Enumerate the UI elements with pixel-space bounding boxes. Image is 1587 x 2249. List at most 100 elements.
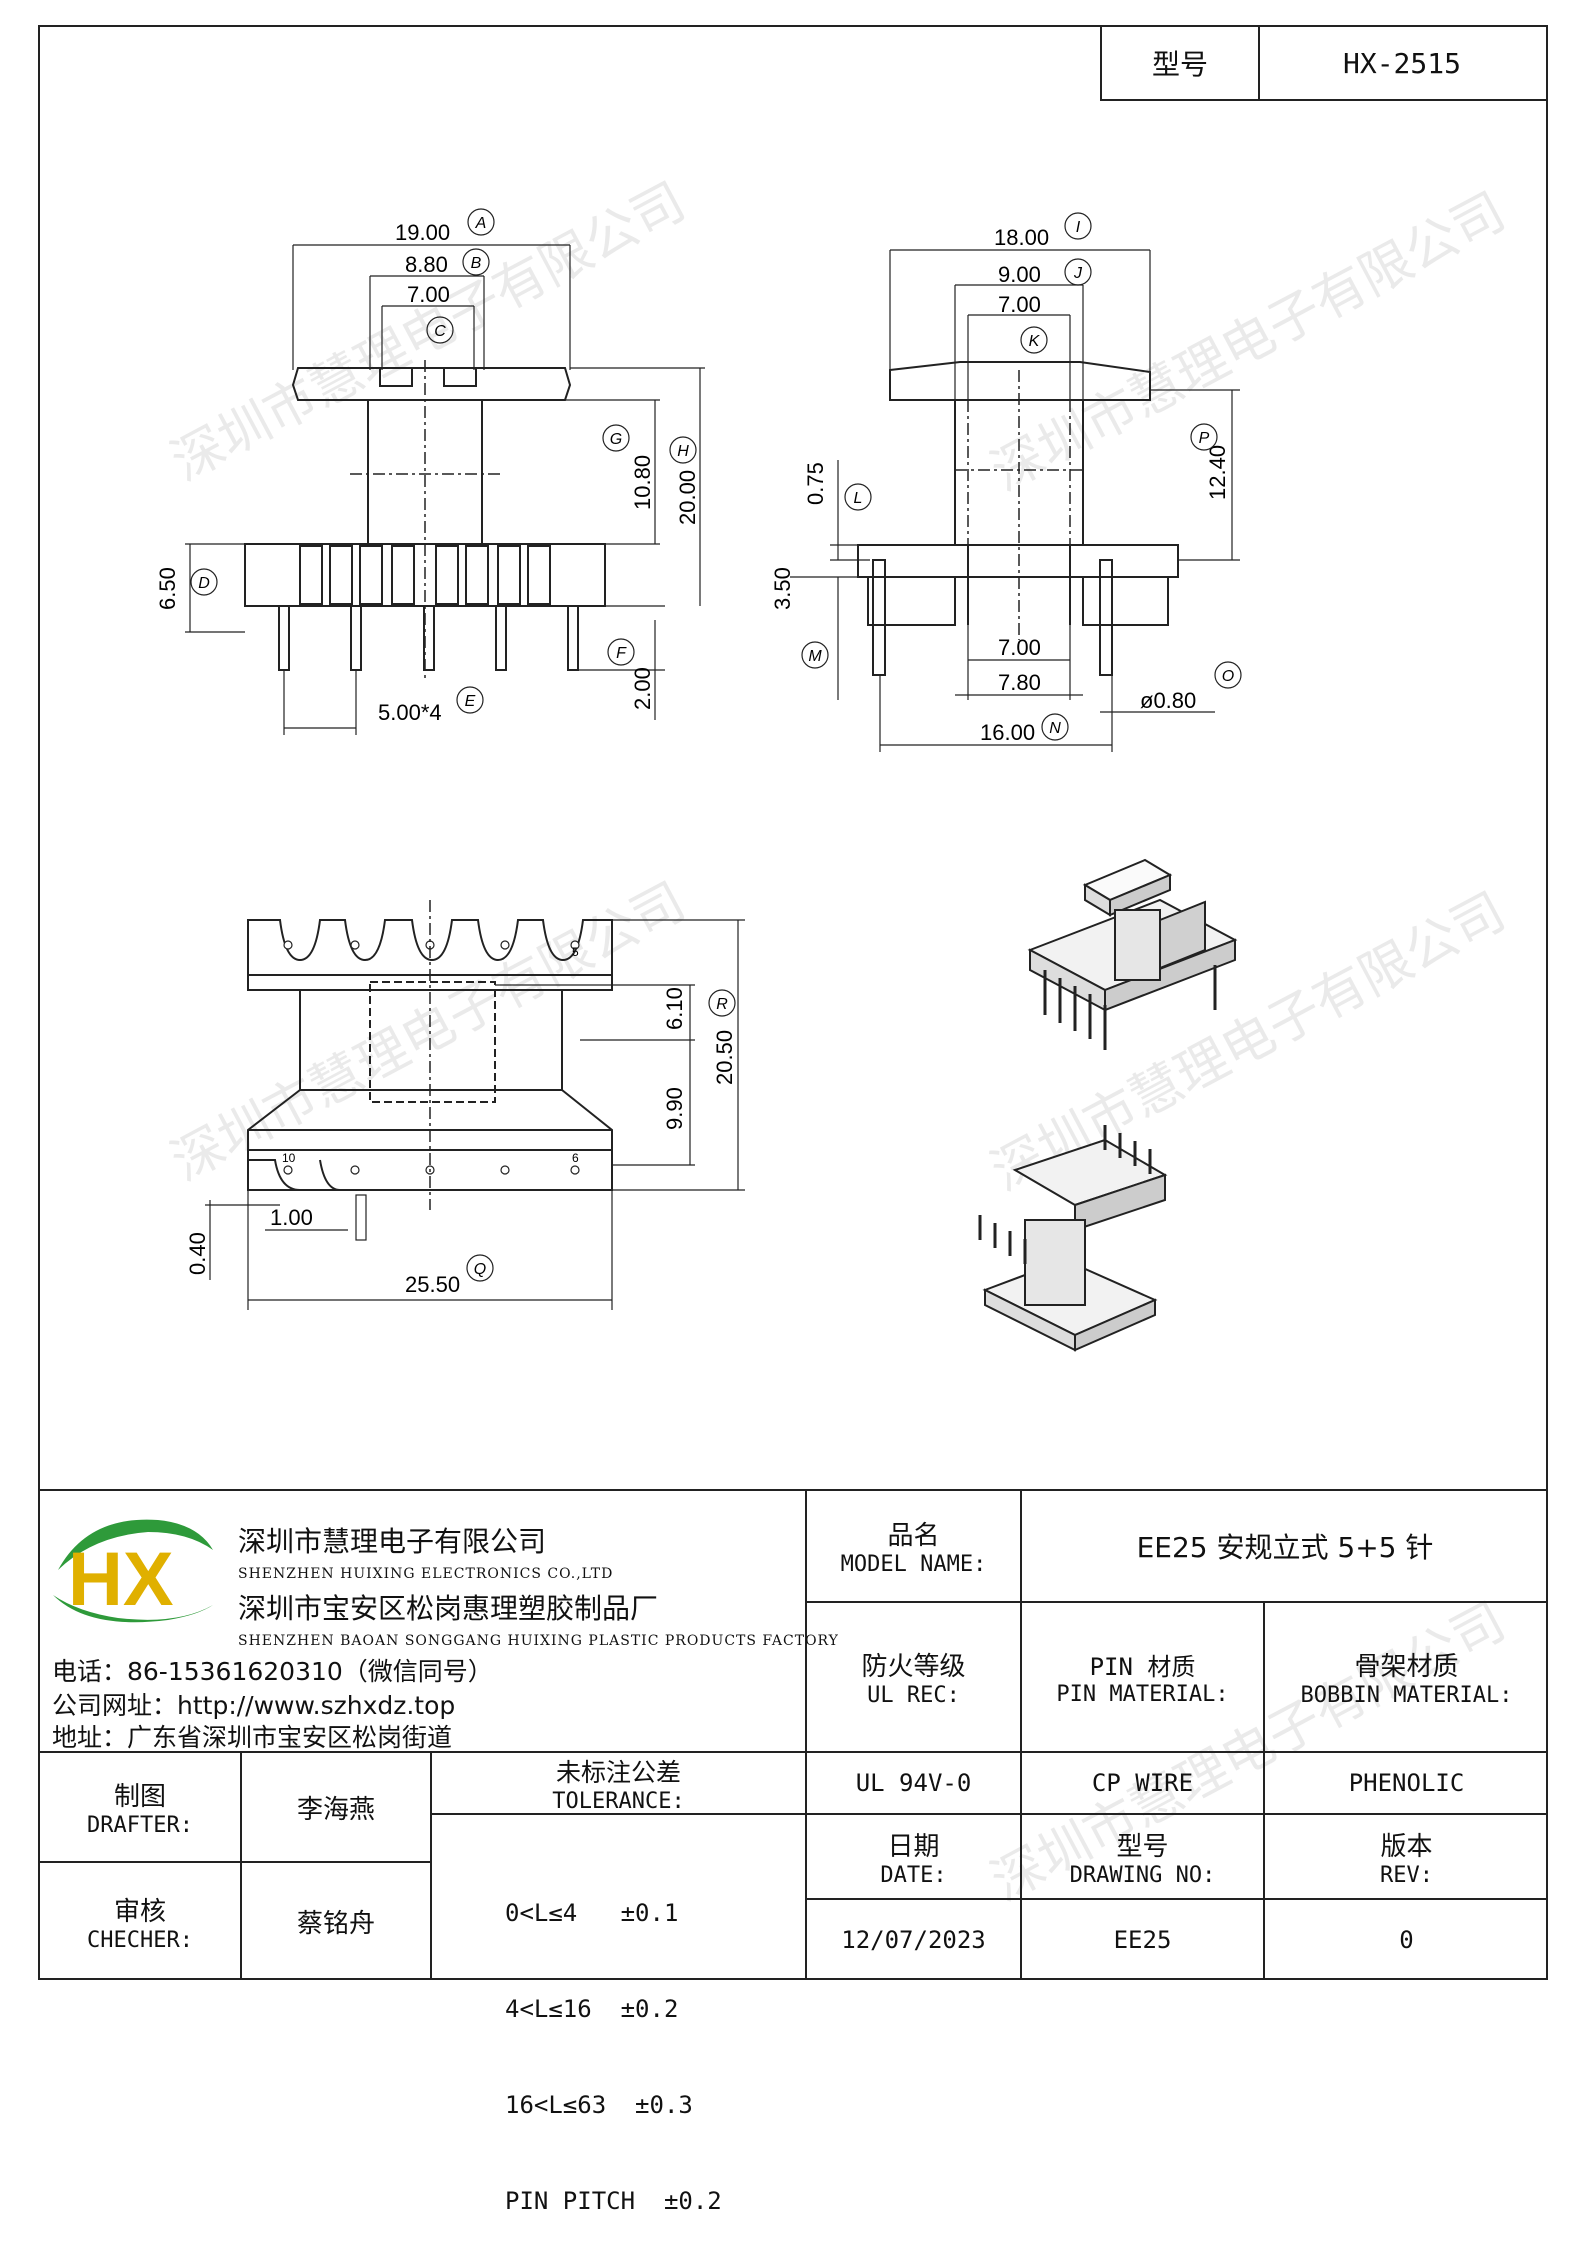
pin-material-label-en: PIN MATERIAL: (1056, 1682, 1229, 1707)
dim-e-letter: E (465, 693, 476, 710)
drafter-value: 李海燕 (296, 1794, 375, 1825)
dim-j-letter: J (1073, 265, 1083, 282)
dim-f-letter: F (616, 645, 627, 662)
tolerance-list: 0<L≤4 ±0.1 4<L≤16 ±0.2 16<L≤63 ±0.3 PIN … (505, 1833, 722, 2249)
title-block-divider (38, 1751, 1548, 1753)
dim-k-letter: K (1029, 333, 1041, 350)
tolerance-row: PIN PITCH ±0.2 (505, 2187, 722, 2215)
company-address: 地址：广东省深圳市宝安区松岗街道 (52, 1723, 453, 1752)
header-model-label: 型号 (1100, 25, 1260, 101)
tolerance-row: 16<L≤63 ±0.3 (505, 2091, 693, 2119)
tolerance-label: 未标注公差 TOLERANCE: (432, 1753, 805, 1814)
date-label-en: DATE: (880, 1862, 947, 1888)
drafter-label-en: DRAFTER: (87, 1813, 193, 1838)
dim-p-letter: P (1199, 430, 1210, 447)
isometric-view-bottom (978, 1125, 1168, 1352)
drafter-label-cn: 制图 (113, 1782, 166, 1812)
company-name-cn: 深圳市慧理电子有限公司 (238, 1525, 547, 1558)
header-model-value: HX-2515 (1258, 25, 1548, 101)
title-block-divider (430, 1813, 807, 1815)
company-phone: 电话：86-15361620310（微信同号） (52, 1657, 493, 1686)
bobbin-material-label-cn: 骨架材质 (1354, 1652, 1459, 1682)
ul-rec-label: 防火等级 UL REC: (807, 1603, 1020, 1751)
title-block-divider (805, 1898, 1548, 1900)
dim-c-value: 7.00 (407, 282, 450, 307)
model-name-label: 品名 MODEL NAME: (807, 1491, 1020, 1601)
factory-name-en: SHENZHEN BAOAN SONGGANG HUIXING PLASTIC … (238, 1633, 839, 1649)
rev-value: 0 (1399, 1926, 1414, 1954)
dim-b-letter: B (471, 255, 482, 272)
isometric-view-top (1027, 858, 1238, 1050)
dim-i-value: 18.00 (994, 225, 1049, 250)
pin-material-label-cn: PIN 材质 (1089, 1653, 1196, 1681)
title-block-divider (1263, 1601, 1265, 1980)
tolerance-row: 4<L≤16 ±0.2 (505, 1995, 679, 2023)
dim-g-letter: G (610, 431, 622, 448)
factory-name-cn: 深圳市宝安区松岗惠理塑胶制品厂 (238, 1592, 659, 1625)
tolerance-label-cn: 未标注公差 (555, 1757, 681, 1787)
dim-d-value: 6.50 (155, 567, 180, 610)
dim-r-value: 20.50 (712, 1030, 737, 1085)
dim-q-letter: Q (474, 1261, 486, 1278)
dim-k-value: 7.00 (998, 292, 1041, 317)
pin-material-label: PIN 材质 PIN MATERIAL: (1022, 1603, 1263, 1751)
drawing-no-label-en: DRAWING NO: (1069, 1862, 1216, 1888)
dim-l-value: 0.75 (803, 462, 828, 505)
dim-990-value: 9.90 (662, 1087, 687, 1130)
dim-j-value: 9.00 (998, 262, 1041, 287)
title-block-divider (805, 1813, 1548, 1815)
company-name-en: SHENZHEN HUIXING ELECTRONICS CO.,LTD (238, 1566, 614, 1582)
dim-g-value: 10.80 (630, 455, 655, 510)
dim-p-value: 12.40 (1205, 445, 1230, 500)
date-label: 日期 DATE: (807, 1815, 1020, 1898)
drawing-no-value: EE25 (1113, 1926, 1172, 1954)
dim-h-letter: H (677, 443, 689, 460)
drawing-frame (38, 25, 1548, 1980)
dim-inner2-value: 7.80 (998, 670, 1041, 695)
title-block-divider (805, 1751, 807, 1980)
model-name-label-en: MODEL NAME: (840, 1552, 987, 1577)
title-block-divider (240, 1751, 242, 1980)
dim-b-value: 8.80 (405, 252, 448, 277)
rev-label-cn: 版本 (1380, 1831, 1433, 1862)
checker-label: 审核 CHECHER: (40, 1863, 240, 1980)
dim-n-letter: N (1049, 720, 1061, 737)
checker-value: 蔡铭舟 (296, 1909, 375, 1939)
front-view-drawing: 19.00 8.80 7.00 20.00 10.80 6.50 2.00 5.… (155, 208, 705, 735)
side-view-drawing: 18.00 9.00 7.00 12.40 0.75 3.50 7.00 7.8… (770, 212, 1242, 752)
dim-a-value: 19.00 (395, 220, 450, 245)
dim-100-value: 1.00 (270, 1205, 313, 1230)
tolerance-label-en: TOLERANCE: (552, 1788, 685, 1814)
checker-label-cn: 审核 (113, 1896, 166, 1927)
title-block-top-border (38, 1489, 1548, 1491)
dim-m-value: 3.50 (770, 567, 795, 610)
dim-m-letter: M (808, 648, 822, 665)
title-block-divider (805, 1601, 1548, 1603)
title-block-divider (1020, 1489, 1022, 1980)
dim-h-value: 20.00 (675, 470, 700, 525)
ul-rec-value: UL 94V-0 (855, 1769, 972, 1797)
dim-040-value: 0.40 (185, 1232, 210, 1275)
dim-a-letter: A (475, 215, 487, 232)
title-block-divider (805, 1489, 807, 1753)
dim-o-letter: O (1222, 668, 1234, 685)
dim-n-value: 16.00 (980, 720, 1035, 745)
pin-material-value: CP WIRE (1091, 1769, 1194, 1797)
checker-label-en: CHECHER: (87, 1927, 193, 1953)
dim-o-value: ø0.80 (1140, 688, 1196, 713)
bobbin-material-label: 骨架材质 BOBBIN MATERIAL: (1265, 1603, 1548, 1751)
company-website: 公司网址：http://www.szhxdz.top (52, 1691, 456, 1720)
rev-label-en: REV: (1380, 1862, 1433, 1888)
dim-l-letter: L (854, 490, 863, 507)
dim-f-value: 2.00 (630, 667, 655, 710)
pin-number-top: 5 (572, 945, 579, 959)
pin-number-last: 6 (572, 1151, 579, 1165)
title-block-divider (38, 1861, 432, 1863)
pin-number-first: 10 (282, 1151, 296, 1165)
dim-r-letter: R (716, 996, 728, 1013)
tolerance-row: 0<L≤4 ±0.1 (505, 1899, 679, 1927)
bobbin-material-value: PHENOLIC (1348, 1769, 1465, 1797)
drawing-no-label-cn: 型号 (1116, 1831, 1169, 1862)
logo-text: HX (68, 1537, 174, 1622)
dim-d-letter: D (198, 575, 210, 592)
